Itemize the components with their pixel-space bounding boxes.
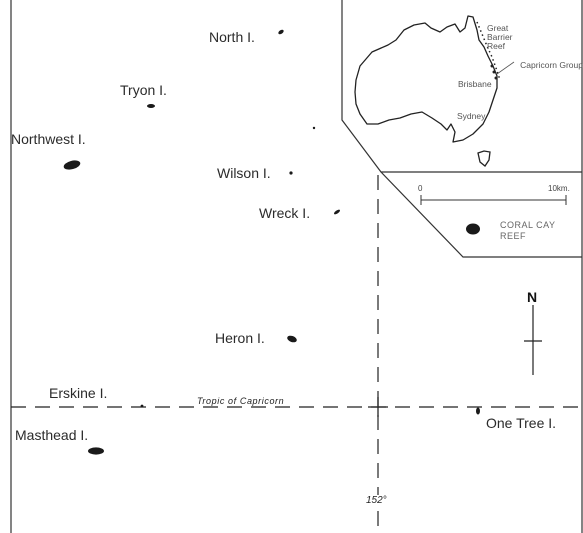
capricorn-group-label: Capricorn Group [520,60,583,70]
wreck-island-label: Wreck I. [259,205,311,221]
northwest-island-label: Northwest I. [11,131,86,147]
northwest-island-shape [63,160,81,170]
scale-end-label: 10km. [548,184,570,193]
north-island-label: North I. [209,29,255,45]
brisbane-label: Brisbane [458,79,492,89]
tasmania-outline [477,150,491,167]
capricorn-dot [492,70,496,74]
north-island-shape [278,29,284,35]
wilson-island-label: Wilson I. [217,165,271,181]
heron-island-shape [287,335,297,343]
capricorn-dot [494,76,498,80]
one-tree-island-label: One Tree I. [486,415,557,431]
wreck-island-shape [334,209,340,215]
erskine-island-shape [140,404,144,408]
capricorn-leader-line [496,61,515,75]
heron-island-label: Heron I. [215,330,265,346]
legend-panel-border [380,171,582,258]
capricorn-dot [490,64,494,68]
tryon-island-shape [147,104,155,108]
scale-start-label: 0 [418,184,423,193]
tropic-of-capricorn-label: Tropic of Capricorn [195,396,287,406]
erskine-island-label: Erskine I. [49,385,108,401]
small-cay-shape [312,126,316,130]
longitude-label: 152° [366,495,387,506]
inset-panel-border [341,0,582,173]
legend-label: CORAL CAY REEF [500,220,556,241]
sydney-label: Sydney [457,111,486,121]
legend-island-symbol [466,223,480,235]
masthead-island-label: Masthead I. [15,427,89,443]
tryon-island-label: Tryon I. [120,82,167,98]
australia-outline [354,15,498,143]
masthead-island-shape [88,447,104,455]
great-barrier-reef-label: Great Barrier Reef [487,23,513,51]
wilson-island-shape [289,171,293,175]
north-arrow-label: N [527,289,538,305]
great-barrier-reef-line [476,21,501,81]
one-tree-island-shape [476,407,480,415]
